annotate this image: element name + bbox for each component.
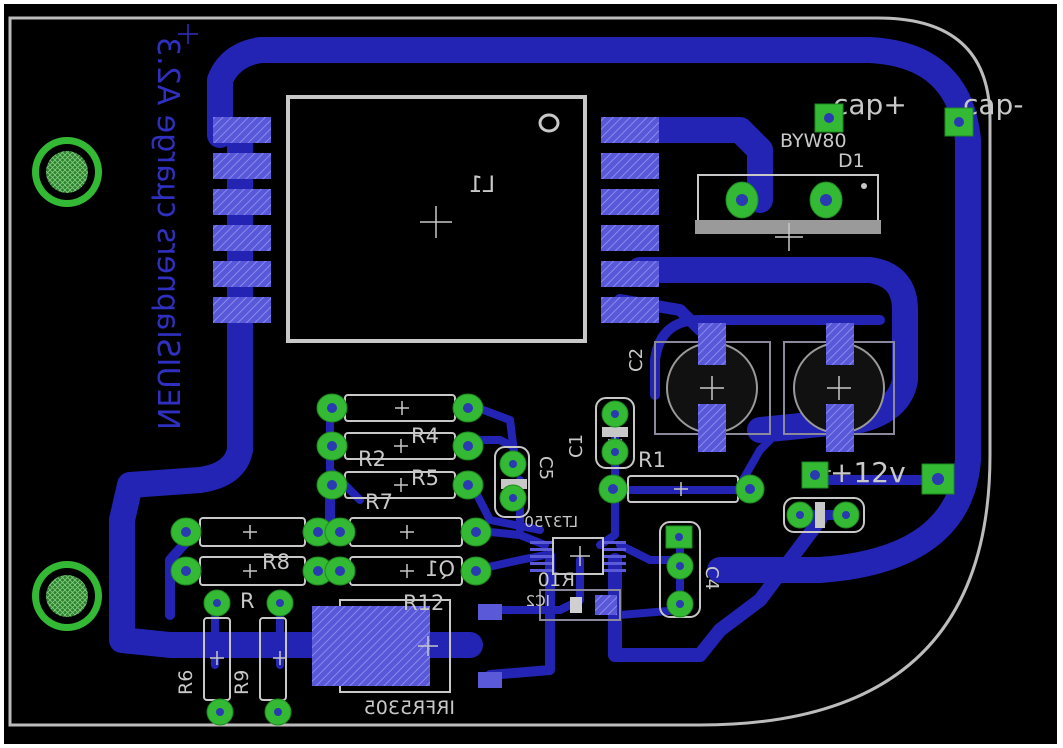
v12-label: +12v (830, 456, 906, 489)
drill-holes (181, 113, 964, 716)
inductor-left-pads (213, 117, 271, 323)
c1-label: C1 (566, 434, 587, 458)
c5-label: C5 (535, 456, 556, 480)
small-cap-outlines (494, 397, 865, 618)
capacitor-c2 (654, 323, 895, 452)
r1-label: R1 (638, 448, 666, 472)
c2-label: C2 (626, 348, 647, 372)
diode-part-label: BYW80 (780, 130, 847, 152)
c4-label: C4 (701, 566, 722, 590)
r12-label: R12 (403, 591, 444, 615)
inductor-l1 (286, 95, 587, 343)
inductor-ref-label: L1 (469, 173, 495, 198)
r4-label: R4 (411, 424, 439, 448)
r6-label: R6 (175, 670, 197, 695)
r3-label: R (240, 589, 255, 613)
board-title: NEUISlapners cµarge A2.3 (150, 37, 185, 430)
diode-ref-label: D1 (838, 150, 865, 172)
inductor-right-pads (601, 117, 659, 323)
r8-label: R8 (262, 550, 290, 574)
ic-ref-label: IC2 (526, 592, 550, 610)
board-outline (8, 16, 992, 727)
mounting-hole-top (32, 137, 102, 207)
r2-label: R2 (358, 447, 386, 471)
mounting-hole-bottom (32, 561, 102, 631)
ic-lt3750 (530, 537, 626, 621)
ic-part-label: LT3750 (524, 513, 578, 531)
mosfet-part-label: IRFR5305 (364, 697, 455, 719)
r9-label: R9 (231, 670, 253, 695)
r10-label: R10 (538, 569, 575, 591)
r7-label: R7 (365, 490, 393, 514)
mosfet-irfr5305 (312, 599, 502, 693)
reference-labels: R4 R2 R5 R7 R8 R R12 R1 +12v C1 C5 C4 R6… (175, 424, 906, 695)
r5-label: R5 (411, 466, 439, 490)
diode-d1 (695, 174, 881, 251)
q1-label: Q1 (425, 557, 455, 581)
cap-plus-label: cap+ (833, 88, 907, 121)
